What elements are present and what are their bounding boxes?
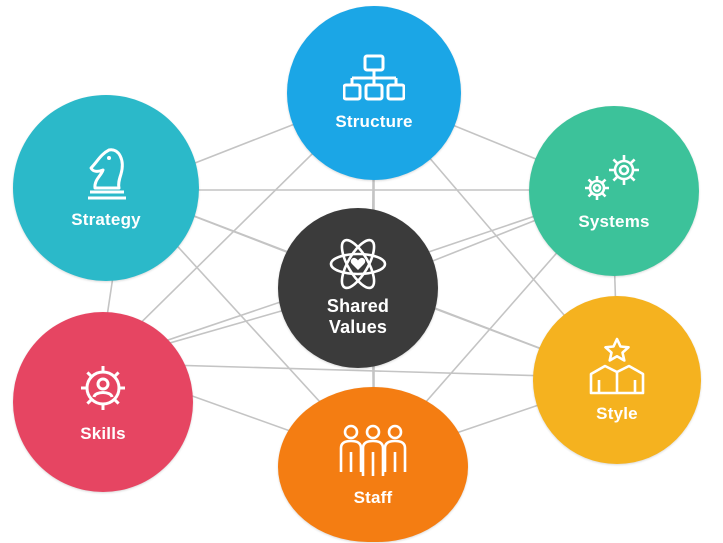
shared-values-label-line2: Values: [328, 317, 388, 337]
gear-user-icon: [81, 366, 125, 410]
star-shirt-icon: [589, 337, 645, 395]
systems-node: Systems: [529, 106, 699, 276]
strategy-node: Strategy: [13, 95, 199, 281]
staff-node: Staff: [278, 387, 468, 542]
structure-label: Structure: [335, 112, 413, 131]
shared-values-node: Shared Values: [278, 208, 438, 368]
chess-knight-icon: [88, 148, 126, 200]
skills-label: Skills: [80, 424, 126, 443]
staff-label: Staff: [353, 487, 393, 507]
atom-heart-icon: [329, 238, 387, 290]
shared-values-label-line1: Shared: [326, 296, 390, 316]
structure-node: Structure: [287, 6, 461, 180]
org-chart-icon: [343, 54, 405, 101]
style-node: Style: [533, 296, 701, 464]
systems-label: Systems: [578, 212, 650, 231]
strategy-label: Strategy: [71, 210, 141, 229]
style-label: Style: [596, 404, 638, 423]
connector-line: [99, 362, 619, 379]
skills-node: Skills: [13, 312, 193, 492]
people-group-icon: [339, 424, 407, 476]
gears-icon: [585, 155, 639, 200]
